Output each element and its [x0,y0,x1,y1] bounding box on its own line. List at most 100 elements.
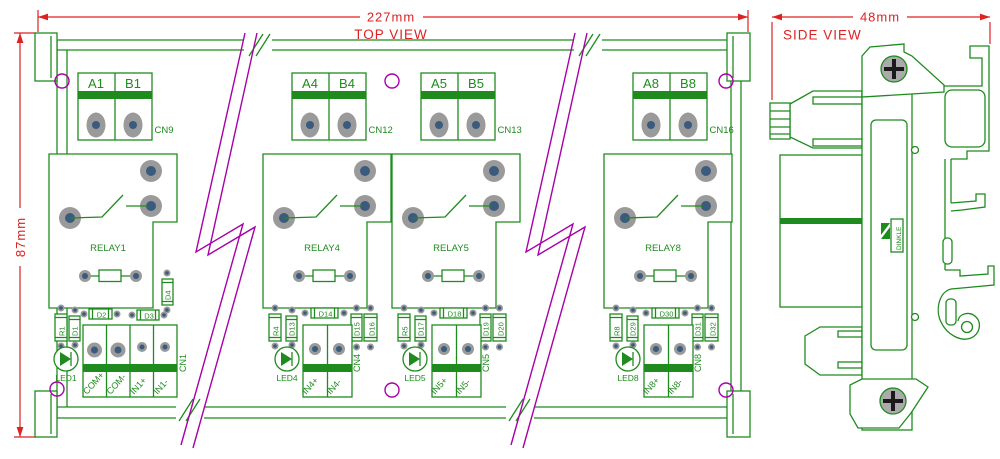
solder-pad-hole [471,311,475,315]
relay-switch-symbol [69,194,148,219]
solder-pad-hole [273,344,277,348]
led-label: LED4 [276,373,298,383]
bottom-terminal-bar [644,364,693,372]
diode-bars [442,308,465,318]
arrow-right-icon [738,13,748,21]
diode [363,313,378,342]
solder-pad-hole [419,308,423,312]
solder-pad-hole [59,306,63,310]
diode-bars [91,309,110,319]
top-terminal-bar [78,91,152,99]
coil-symbol [98,269,122,283]
bottom-terminal-dividers [105,325,155,397]
solder-pad-hole [644,311,648,315]
relay-label: RELAY5 [433,243,469,254]
din-rail-profile [944,45,990,160]
relay-switch-symbol [283,194,362,219]
mounting-hole [54,73,70,89]
diode-bars [415,318,426,339]
screw-bottom-cross-icon [883,391,903,411]
diode-label: D32 [709,322,718,336]
diode-label: D29 [629,322,638,336]
relay-body [262,153,392,309]
relay-pad-hole [489,201,499,211]
diode [136,309,160,321]
left-height-dim: 87mm [13,217,28,257]
clip-hook-upper [950,193,986,212]
led-label: LED1 [55,373,77,383]
diode [704,313,719,342]
height-dim-line [14,32,36,438]
solder-pad-hole [614,344,618,348]
coil-symbol [653,269,677,283]
top-terminal-bar [292,91,366,99]
solder-pad-hole [368,306,373,310]
solder-pad-hole [336,346,342,352]
side-view-drawing: DINKLE [769,43,995,431]
solder-pad-hole [483,345,488,349]
led-label: LED5 [404,373,426,383]
solder-pad-hole [419,343,423,347]
arrow-right2-icon [980,13,990,21]
top-connector-label: CN13 [498,125,522,136]
relay-switch-symbol [624,194,703,219]
resistor [397,313,411,342]
mounting-hole [718,73,734,89]
diode-bars [705,316,718,339]
solder-pad-hole [165,308,169,312]
solder-pad-hole [497,345,502,349]
diode-label: D4 [164,290,173,300]
solder-pad-hole [432,311,436,315]
side-bottom-connector-ridge [837,361,863,369]
solder-pad-hole [73,343,77,347]
side-dim-line [771,16,991,100]
solder-pad-hole [683,311,687,315]
diode [492,313,507,342]
diode [310,307,339,319]
solder-pad-hole [162,344,168,350]
diode [285,315,298,342]
coil-symbol [441,269,465,283]
diode-bars [627,318,638,339]
solder-pad-hole [165,271,169,275]
clip-slot [942,237,953,265]
solder-pad-hole [73,308,77,312]
diode-label: D17 [417,322,426,336]
top-connector-label: CN9 [155,125,174,136]
arrow-down-icon [16,427,24,437]
solder-pad-hole [425,273,431,279]
resistor [609,313,623,342]
resistor-label: R1 [58,326,67,336]
mounting-holes [49,73,734,398]
solder-pad-hole [465,346,471,352]
diode-label: D14 [319,310,333,319]
relay-body [603,153,733,309]
resistor-bars [269,316,281,339]
side-relay-block [779,154,863,308]
solder-pad-hole [114,346,122,354]
led-triangle-icon [281,352,292,366]
solder-pad-hole [347,273,353,279]
width-dim-line [37,10,749,32]
din-rail-cavity [944,89,986,148]
diode-bars [69,318,80,339]
relay-pad-hole [146,166,156,176]
terminal-label-a: A1 [88,76,104,91]
diode-bars [692,316,703,339]
diode-label: D18 [448,310,462,319]
clip-slot [945,298,957,326]
side-pcb-edge [780,218,862,224]
solder-pad-hole [273,306,277,310]
top-connector-label: CN12 [369,125,393,136]
terminal-pad-hole [129,121,137,129]
diode-bars [162,281,173,303]
solder-pad-hole [290,308,294,312]
top-terminal-bar [421,91,495,99]
side-top-connector-ridge [812,96,863,105]
clip-hook-middle [945,265,995,290]
rail-break-ticks [178,33,601,422]
diode-label: D2 [97,311,107,320]
relay-label: RELAY4 [304,243,340,254]
